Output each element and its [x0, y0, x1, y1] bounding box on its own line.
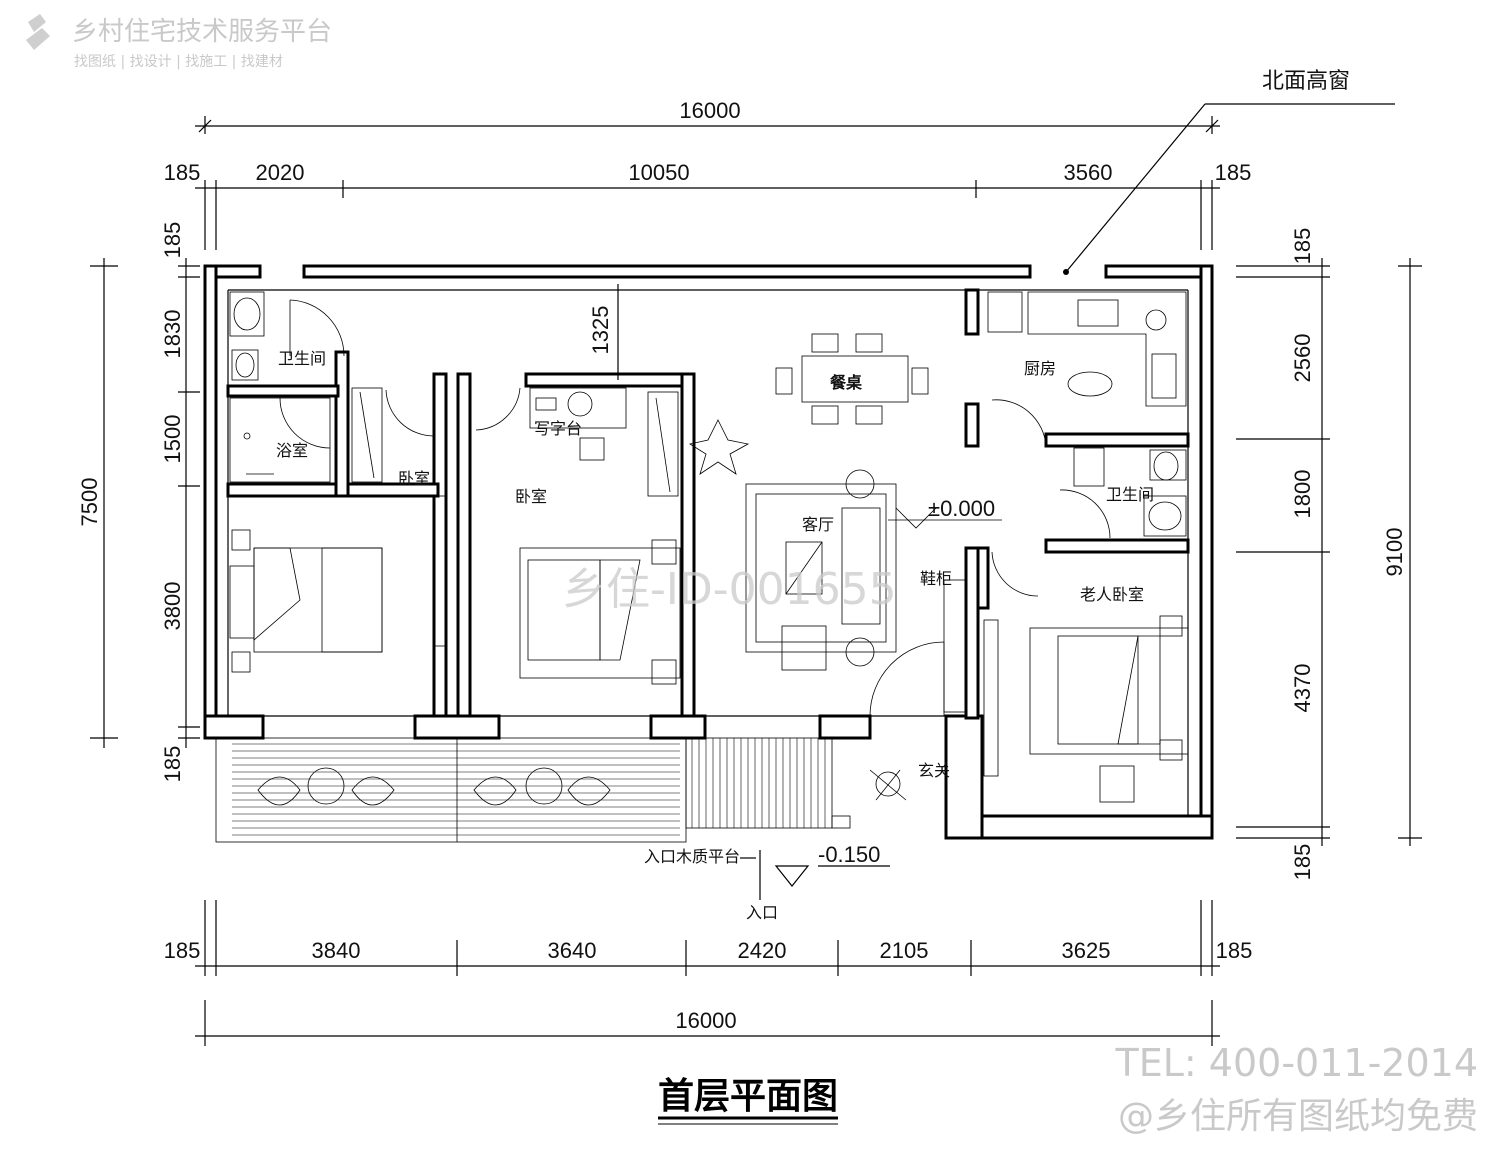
label-kitchen: 厨房: [1024, 359, 1056, 378]
brand-name: 乡村住宅技术服务平台: [72, 17, 332, 47]
top-dim-185-left: 185: [164, 160, 201, 185]
label-wood-platform: 入口木质平台: [644, 847, 740, 866]
bottom-dim-2420: 2420: [738, 938, 787, 963]
bedroom2-furniture: [519, 387, 681, 685]
kitchen-furniture: [987, 291, 1187, 407]
right-dim-185-bottom: 185: [1290, 844, 1315, 881]
elder-bedroom-furniture: [983, 615, 1189, 803]
room-labels: 卫生间 浴室 卧室 卧室 写字台 餐桌 客厅 厨房 卫生间 老人卧室 玄关 鞋柜…: [276, 349, 1154, 922]
left-dimensions: 7500 185 1830 1500 3800 185: [77, 222, 200, 783]
right-dim-2560: 2560: [1290, 334, 1315, 383]
right-overall-dim: 9100: [1382, 528, 1407, 577]
bottom-dim-3625: 3625: [1062, 938, 1111, 963]
top-dim-3560: 3560: [1064, 160, 1113, 185]
level-markers: ±0.000 -0.150: [740, 496, 995, 900]
bathroom2-fixtures: [1073, 447, 1187, 537]
label-foyer: 玄关: [918, 761, 950, 780]
left-dim-1500: 1500: [160, 415, 185, 464]
label-living-room: 客厅: [802, 515, 834, 534]
bedroom1-furniture: [229, 387, 447, 673]
bottom-dim-3640: 3640: [548, 938, 597, 963]
right-dim-185-top: 185: [1290, 228, 1315, 265]
inner-dim-1325: 1325: [588, 306, 613, 355]
label-bedroom-1: 卧室: [398, 469, 430, 488]
bathroom1-fixtures: [229, 291, 331, 483]
dining-living-furniture: [688, 333, 1002, 713]
left-overall-dim: 7500: [77, 478, 102, 527]
brand-logo: 乡村住宅技术服务平台 找图纸 | 找设计 | 找施工 | 找建材: [26, 14, 332, 70]
label-shower-room: 浴室: [276, 441, 308, 460]
bottom-dim-3840: 3840: [312, 938, 361, 963]
top-dim-185-right: 185: [1215, 160, 1252, 185]
right-dim-1800: 1800: [1290, 470, 1315, 519]
bottom-dimensions: 185 3840 3640 2420 2105 3625 185 16000: [164, 900, 1253, 1046]
walls: [203, 264, 1214, 840]
bottom-dim-185-left: 185: [164, 938, 201, 963]
top-dim-2020: 2020: [256, 160, 305, 185]
label-desk: 写字台: [534, 419, 582, 438]
free-note-watermark: @乡住所有图纸均免费: [1118, 1096, 1478, 1137]
inner-dimension: 1325: [588, 284, 619, 380]
floor-level: ±0.000: [928, 496, 995, 521]
tel-watermark: TEL: 400-011-2014: [1115, 1041, 1478, 1085]
bottom-dim-2105: 2105: [880, 938, 929, 963]
left-dim-1830: 1830: [160, 310, 185, 359]
left-dim-3800: 3800: [160, 582, 185, 631]
label-dining-table: 餐桌: [829, 373, 862, 392]
entry-terrace: [215, 737, 907, 843]
drawing-title: 首层平面图: [658, 1076, 838, 1125]
brand-tagline: 找图纸 | 找设计 | 找施工 | 找建材: [74, 54, 283, 70]
label-entrance: 入口: [746, 903, 778, 922]
left-dim-185-bottom: 185: [160, 746, 185, 783]
bottom-dim-185-right: 185: [1216, 938, 1253, 963]
right-dimensions: 185 2560 1800 4370 185 9100: [1236, 228, 1422, 881]
plan-title: 首层平面图: [658, 1076, 838, 1117]
label-elder-bedroom: 老人卧室: [1080, 585, 1144, 604]
top-dim-10050: 10050: [628, 160, 689, 185]
high-window-label: 北面高窗: [1262, 68, 1350, 93]
top-overall-dim: 16000: [679, 98, 740, 123]
label-bathroom-1: 卫生间: [278, 349, 326, 368]
label-bedroom-2: 卧室: [515, 487, 547, 506]
label-bathroom-2: 卫生间: [1106, 485, 1154, 504]
left-dim-185-top: 185: [160, 222, 185, 259]
top-dimensions: 16000 185 2020 10050 3560 185: [164, 98, 1252, 250]
plan-id-watermark: 乡住-ID-001655: [562, 564, 897, 615]
bottom-overall-dim: 16000: [675, 1008, 736, 1033]
right-dim-4370: 4370: [1290, 664, 1315, 713]
label-shoe-cabinet: 鞋柜: [920, 569, 952, 588]
entry-level: -0.150: [818, 842, 880, 867]
